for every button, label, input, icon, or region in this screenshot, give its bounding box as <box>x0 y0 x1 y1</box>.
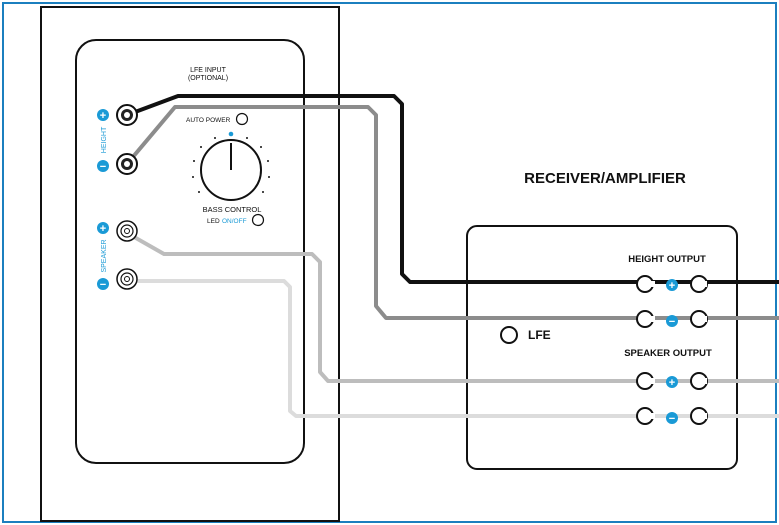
wire-height-minus <box>125 105 779 320</box>
speaker-plus-terminal <box>116 220 138 242</box>
svg-text:+: + <box>669 377 675 389</box>
lfe-output-jack <box>500 326 518 344</box>
led-switch[interactable] <box>251 213 265 227</box>
speaker-minus-icon: − <box>97 278 109 291</box>
height-output-plus-icon: + <box>666 279 678 292</box>
led-on-off-label: ON/OFF <box>222 218 247 225</box>
auto-power-label: AUTO POWER <box>186 117 231 124</box>
lfe-output-label: LFE <box>528 328 551 342</box>
bass-control-dial[interactable] <box>192 131 270 201</box>
bass-control-indicator-dot <box>228 131 234 137</box>
receiver-title: RECEIVER/AMPLIFIER <box>524 170 686 187</box>
bass-control-label: BASS CONTROL <box>203 205 262 214</box>
height-plus-terminal <box>116 104 138 126</box>
bass-control-tick-marks <box>192 137 270 193</box>
height-minus-terminal <box>116 153 138 175</box>
receiver-terminal-gaps <box>651 281 707 419</box>
svg-text:+: + <box>100 223 106 235</box>
speaker-minus-terminal <box>116 268 138 290</box>
height-label: HEIGHT <box>101 126 108 153</box>
wire-speaker-minus <box>127 279 779 418</box>
height-output-minus-left-terminal <box>636 310 654 328</box>
svg-text:+: + <box>100 110 106 122</box>
lfe-input-label: LFE INPUT <box>190 67 227 74</box>
svg-text:−: − <box>669 316 675 328</box>
height-plus-icon: + <box>97 109 109 122</box>
speaker-output-label: SPEAKER OUTPUT <box>624 348 712 359</box>
auto-power-switch[interactable] <box>235 112 249 126</box>
speaker-plus-icon: + <box>97 222 109 235</box>
speaker-label: SPEAKER <box>101 239 108 272</box>
lfe-input-optional-label: (OPTIONAL) <box>188 75 228 82</box>
wire-height-plus <box>126 94 779 284</box>
height-output-plus-left-terminal <box>636 275 654 293</box>
svg-text:−: − <box>100 279 106 291</box>
height-output-minus-icon: − <box>666 315 678 328</box>
speaker-output-minus-icon: − <box>666 412 678 425</box>
speaker-rear-panel <box>75 39 305 464</box>
height-output-label: HEIGHT OUTPUT <box>628 254 706 265</box>
height-minus-icon: − <box>97 160 109 173</box>
svg-text:+: + <box>669 280 675 292</box>
svg-text:−: − <box>669 413 675 425</box>
wire-speaker-plus <box>126 231 779 383</box>
speaker-output-minus-left-terminal <box>636 407 654 425</box>
svg-text:−: − <box>100 161 106 173</box>
speaker-output-plus-left-terminal <box>636 372 654 390</box>
speaker-cabinet <box>40 6 340 522</box>
speaker-output-plus-icon: + <box>666 376 678 389</box>
led-label: LED <box>207 218 220 225</box>
